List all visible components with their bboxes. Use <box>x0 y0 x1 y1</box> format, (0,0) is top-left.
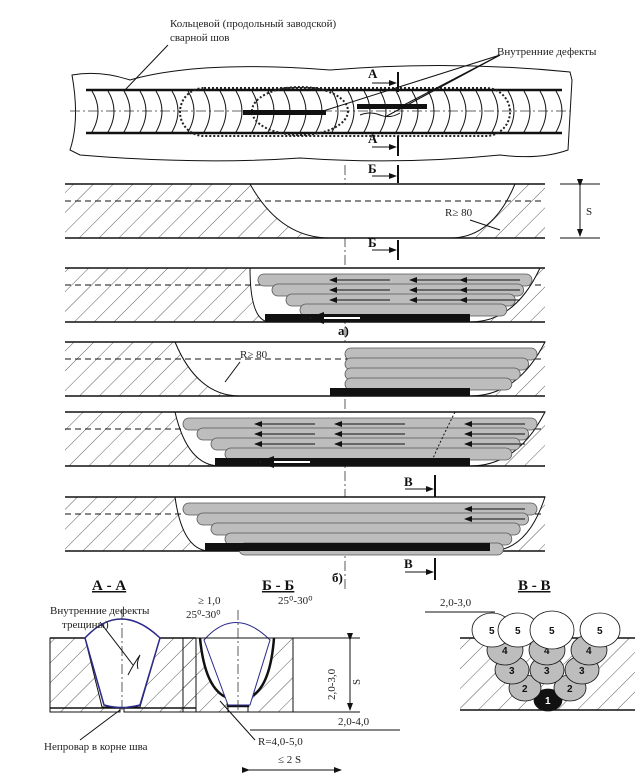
section-aa: А - А Внутренние дефекты трещины) Непров… <box>44 578 197 753</box>
weld-pass-number: 5 <box>515 626 521 637</box>
root-width-dimension: 2,0-4,0 <box>338 716 370 728</box>
section-bb-title: Б - Б <box>262 578 294 594</box>
weld-pass-number: 2 <box>522 684 528 695</box>
weld-pass-bead <box>533 688 563 712</box>
weld-sequence-panel <box>65 341 546 397</box>
angle-left-dimension: 25⁰-30⁰ <box>186 609 221 621</box>
weld-pass-number: 3 <box>544 666 550 677</box>
weld-pass-number: 5 <box>597 626 603 637</box>
weld-pass-number: 5 <box>489 626 495 637</box>
defect-bar <box>243 110 326 115</box>
root-pass <box>265 314 470 322</box>
weld-pass-number: 3 <box>509 666 515 677</box>
depth-dimension: 2,0-3,0 <box>326 668 338 700</box>
radius-label: R≥ 80 <box>445 207 473 219</box>
defects-label: Внутренние дефекты <box>497 46 597 58</box>
section-v-marker: В <box>404 474 413 489</box>
section-aa-lack-of-fusion-label: Непровар в корне шва <box>44 741 148 753</box>
weld-sequence-panel <box>65 183 545 239</box>
section-a-marker: А <box>368 66 378 81</box>
weld-pass-bead <box>579 612 621 648</box>
pipe-plan-view: Кольцевой (продольный заводской) сварной… <box>69 18 597 162</box>
weld-sequence-panel <box>65 267 545 324</box>
defect-bar <box>357 104 427 109</box>
thickness-label: S <box>586 206 592 218</box>
weld-sequence-panel <box>65 496 546 556</box>
root-pass <box>215 458 470 466</box>
seam-label: Кольцевой (продольный заводской) <box>170 18 336 30</box>
root-radius-dimension: R=4,0-5,0 <box>258 736 303 748</box>
section-bb: Б - Б ≥ 1,0 25⁰-30⁰ 25⁰-30⁰ 2,0-3,0 S 2,… <box>182 578 400 773</box>
subfigure-b-label: б) <box>332 570 343 585</box>
section-aa-title: А - А <box>92 578 126 594</box>
overlap-dimension: 2,0-3,0 <box>440 597 472 609</box>
weld-sequence-panel <box>65 411 546 468</box>
section-b-marker-lower: Б <box>368 235 377 250</box>
subfigure-a-label: а) <box>338 323 349 338</box>
root-pass <box>205 543 490 551</box>
weld-pass-bead <box>529 610 575 650</box>
angle-right-dimension: 25⁰-30⁰ <box>278 595 313 607</box>
section-vv-title: В - В <box>518 578 551 594</box>
repair-zone-outline-inner <box>251 86 349 136</box>
crack <box>359 112 401 118</box>
weld-pass-number: 4 <box>502 646 508 657</box>
gap-dimension: ≥ 1,0 <box>198 595 221 607</box>
seam-label-2: сварной шов <box>170 32 230 44</box>
weld-ripples <box>91 90 563 133</box>
weld-pass-number: 3 <box>579 666 585 677</box>
section-v-marker-lower: В <box>404 556 413 571</box>
section-aa-cracks-label: трещины) <box>62 619 109 631</box>
section-b-marker: Б <box>368 161 377 176</box>
weld-pass-number: 5 <box>549 626 555 637</box>
repair-zone-outline <box>179 87 511 137</box>
radius-label-2: R≥ 80 <box>240 349 268 361</box>
root-pass <box>330 388 470 396</box>
weld-pass-number: 4 <box>586 646 592 657</box>
width-dimension: ≤ 2 S <box>278 754 301 766</box>
section-a-marker-lower: А <box>368 131 378 146</box>
weld-pass-number: 4 <box>544 646 550 657</box>
weld-pass-number: 2 <box>567 684 573 695</box>
weld-pass-number: 1 <box>545 696 551 707</box>
section-aa-defects-label: Внутренние дефекты <box>50 605 150 617</box>
section-bb-thickness: S <box>351 679 363 685</box>
